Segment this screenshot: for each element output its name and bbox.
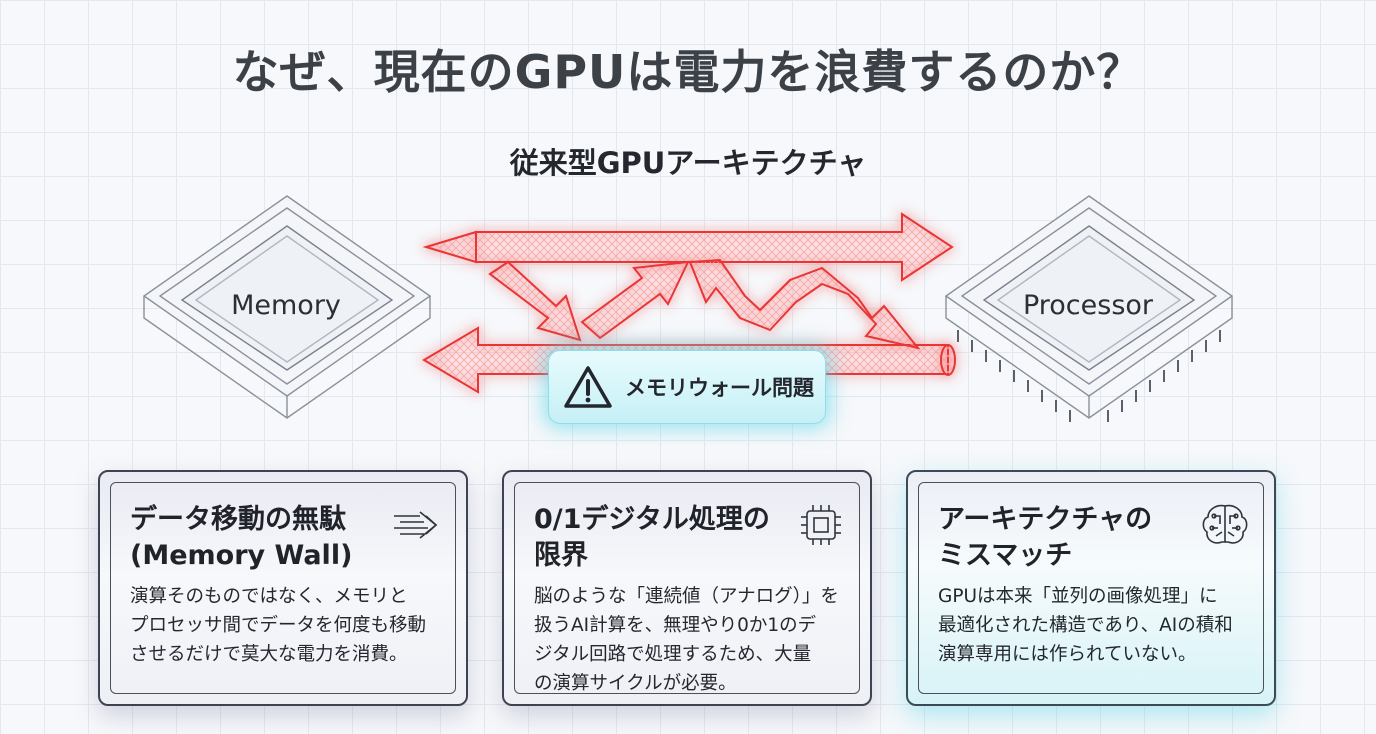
card-body: GPUは本来「並列の画像処理」に 最適化された構造であり、AIの積和 演算専用に… [938,586,1233,665]
arrow-to-processor [475,212,954,282]
zigzag-arrow-2 [580,260,690,340]
processor-pins [957,330,1221,422]
fast-forward-arrows-icon [394,511,438,539]
cpu-chip-icon [801,505,841,545]
card-data-movement: データ移動の無駄 (Memory Wall) 演算そのものではなく、メモリと プ… [98,470,468,706]
card-inner-frame [110,482,456,694]
card-body: 演算そのものではなく、メモリと プロセッサ間でデータを何度も移動 させるだけで莫… [130,586,427,665]
zigzag-arrow-1 [488,260,582,342]
card-inner-frame [514,482,860,694]
card-title: データ移動の無駄 (Memory Wall) [130,504,353,571]
card-title: アーキテクチャの ミスマッチ [938,504,1153,571]
processor-chip [944,195,1234,419]
memory-chip [142,195,432,419]
memory-wall-warning: メモリウォール問題 [548,350,826,424]
brain-circuit-icon [1202,504,1248,544]
diagram-subtitle: 従来型GPUアーキテクチャ [509,146,867,180]
memory-label: Memory [231,290,341,321]
card-body: 脳のような「連続値（アナログ）」を 扱うAI計算を、無理やり0か1のデ ジタル回… [534,586,839,694]
card-digital-limit: 0/1デジタル処理の 限界 脳のような「連続値（アナログ）」を 扱うAI計算を、… [502,470,872,706]
card-inner-frame [918,482,1264,694]
card-architecture-mismatch: アーキテクチャの ミスマッチ GPUは本来「並列の画像処理」に 最適化された構造… [906,470,1276,706]
zigzag-arrow-3 [688,258,921,350]
page-title: なぜ、現在のGPUは電力を浪費するのか？ [232,45,1144,99]
processor-label: Processor [1022,290,1154,321]
warning-triangle-icon [564,366,612,408]
card-title: 0/1デジタル処理の 限界 [534,504,770,571]
warning-label: メモリウォール問題 [625,376,814,400]
